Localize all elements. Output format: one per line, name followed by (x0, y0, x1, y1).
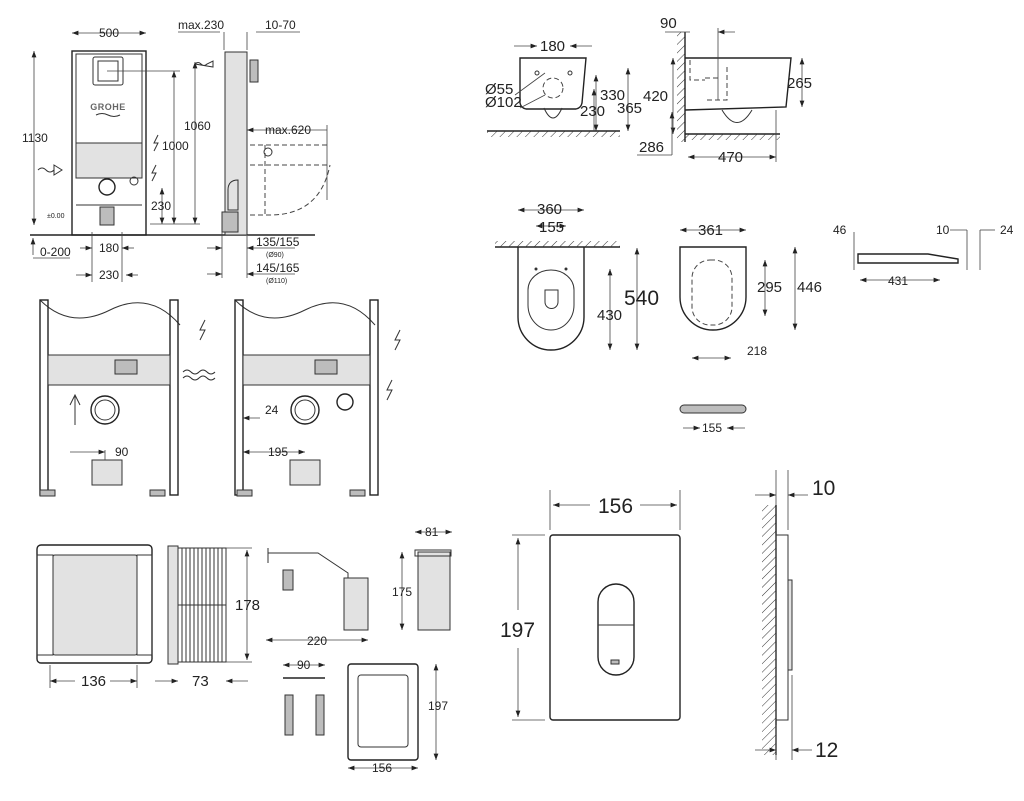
dim-side-470: 470 (718, 149, 743, 166)
dim-outlet-90: 135/155 (256, 235, 300, 249)
dim-parts-197: 197 (428, 699, 448, 713)
dim-parts-136: 136 (81, 673, 106, 690)
dim-rear-365: 365 (617, 100, 642, 117)
grohe-logo: GROHE (90, 102, 126, 112)
dim-plate-156: 156 (598, 495, 633, 518)
dim-top-155: 155 (539, 219, 564, 236)
dim-parts-73: 73 (192, 673, 209, 690)
electric-icon (199, 319, 206, 341)
dim-side-90: 90 (660, 15, 677, 32)
dim-seat-361: 361 (698, 222, 723, 239)
bowl-top-view: 360 155 540 430 (495, 201, 659, 351)
dim-hinge-155: 155 (702, 421, 722, 435)
electric-icon (153, 134, 159, 152)
dim-install-24: 24 (265, 403, 279, 417)
grohe-logo-mark (610, 659, 620, 665)
dim-seat-295: 295 (757, 279, 782, 296)
electric-icon (394, 329, 401, 351)
dim-rear-180: 180 (540, 38, 565, 55)
dim-seat-218: 218 (747, 344, 767, 358)
dim-seat-431: 431 (888, 274, 908, 288)
dim-height-total: 1130 (22, 131, 48, 145)
bowl-side-view: 90 420 265 286 470 (637, 15, 812, 166)
dim-w180: 180 (99, 241, 119, 255)
flush-button (597, 583, 635, 676)
dim-outlet-90-dia: (Ø90) (266, 252, 284, 259)
dim-top-540: 540 (624, 287, 659, 310)
dim-install-195: 195 (268, 445, 288, 459)
bowl-rear-view: 180 Ø55 Ø102 330 230 365 (485, 38, 642, 137)
seat-top-view: 361 446 295 218 (679, 222, 822, 361)
electric-icon (151, 164, 157, 182)
dim-seat-10: 10 (936, 223, 950, 237)
parts-group: 136 178 73 220 81 175 90 197 156 (36, 525, 452, 775)
dim-h230: 230 (151, 199, 171, 213)
dim-top-430: 430 (597, 307, 622, 324)
dim-seat-446: 446 (797, 279, 822, 296)
dim-seat-46: 46 (833, 223, 847, 237)
frame-front-view: GROHE 500 1130 1000 1060 230 ±0.00 0-200… (22, 26, 315, 282)
dim-width: 500 (99, 26, 119, 40)
dim-height-1000: 1000 (162, 139, 189, 153)
flush-plate-side (249, 59, 259, 83)
dim-install-90: 90 (115, 445, 129, 459)
frame-side-view: max.230 10-70 max.620 135/155 (Ø90) 145/… (178, 18, 331, 285)
dim-wall-range: 10-70 (265, 18, 296, 32)
dim-rear-330: 330 (600, 87, 625, 104)
flush-plate-side: 10 12 (755, 470, 838, 762)
dim-parts-90: 90 (297, 658, 311, 672)
dim-rear-230: 230 (580, 103, 605, 120)
installation-diagram-right: 24 195 (234, 299, 401, 497)
installation-diagram-left: 90 (39, 299, 216, 497)
dim-parts-220: 220 (307, 634, 327, 648)
dim-parts-178: 178 (235, 597, 260, 614)
dim-side-265: 265 (787, 75, 812, 92)
electric-icon (386, 379, 393, 401)
dim-parts-81: 81 (425, 525, 439, 539)
dim-floor-range: 0-200 (40, 245, 71, 259)
dim-rear-dia102: Ø102 (485, 94, 522, 111)
dim-plate-197: 197 (500, 619, 535, 642)
dim-parts-175: 175 (392, 585, 412, 599)
dim-parts-156: 156 (372, 761, 392, 775)
dim-side-420: 420 (643, 88, 668, 105)
seat-side-view: 46 10 24 431 (833, 223, 1014, 288)
dim-outlet-110: 145/165 (256, 261, 300, 275)
dim-height-1060: 1060 (184, 119, 211, 133)
dim-outlet-110-dia: (Ø110) (266, 278, 287, 285)
dim-side-286: 286 (639, 139, 664, 156)
dim-w230: 230 (99, 268, 119, 282)
dim-seat-24: 24 (1000, 223, 1014, 237)
flush-plate-front: 156 197 (500, 490, 681, 721)
dim-plate-10: 10 (812, 477, 835, 500)
dim-top-360: 360 (537, 201, 562, 218)
dim-max-depth: max.230 (178, 18, 224, 32)
seat-hinge-view: 155 (679, 404, 747, 435)
zero-level: ±0.00 (47, 213, 65, 220)
dim-max-620: max.620 (265, 123, 311, 137)
dim-plate-12: 12 (815, 739, 838, 762)
dim-rear-dia55: Ø55 (485, 81, 513, 98)
